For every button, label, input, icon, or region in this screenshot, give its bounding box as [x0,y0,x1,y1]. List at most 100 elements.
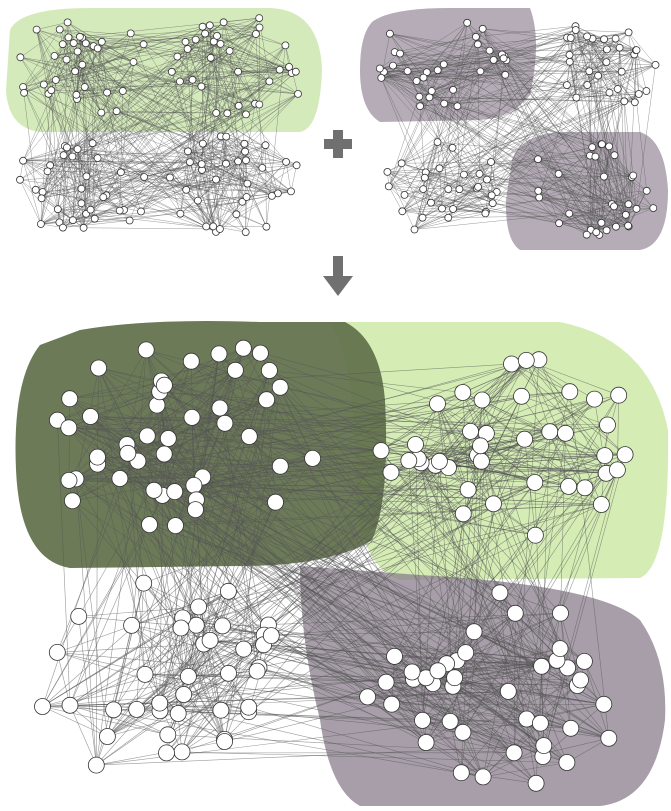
network-edge [244,143,263,169]
network-edge [569,61,656,66]
network-edge [367,696,427,743]
network-edge [236,161,287,215]
network-edge [119,458,419,479]
network-edge [565,433,618,471]
network-edge [223,17,260,23]
network-node [77,184,86,193]
network-node [50,52,59,60]
network-node [617,67,626,76]
network-edge [249,403,438,437]
network-edge [575,29,629,226]
network-edge [42,191,181,214]
network-edge [425,742,484,778]
network-edge [59,222,84,229]
network-edge [64,146,84,228]
network-edge [72,149,78,221]
network-top-left [16,14,302,237]
network-edge [147,361,192,437]
network-edge [425,142,438,173]
network-edge [120,172,246,233]
network-edge [636,64,656,209]
network-edge [470,391,570,432]
network-edge [457,106,460,190]
network-edge [236,160,247,215]
network-node [173,52,182,61]
network-edge [244,143,273,197]
network-edge [490,38,593,163]
network-edge [42,524,150,707]
network-edge [537,158,632,178]
network-node [435,164,444,173]
network-edge [264,631,475,636]
network-edge [120,172,198,201]
network-edge [179,43,221,82]
network-edge [414,213,486,230]
network-node [377,74,386,82]
network-edge [144,370,270,675]
network-edge [22,86,84,228]
network-edge [22,59,67,88]
network-edge [40,213,181,225]
network-node [43,167,52,176]
network-node [410,225,419,234]
network-edge [463,38,616,175]
network-node [396,49,404,58]
network-node [206,53,215,62]
panel-top-right [360,8,668,250]
network-node [438,204,446,213]
network-edge [482,28,654,209]
network-node [198,139,207,148]
network-node [616,446,634,464]
network-edge [437,403,478,456]
network-node [592,228,601,237]
network-node [651,61,660,69]
network-edge [538,154,615,192]
network-node [472,452,490,470]
network-node [359,688,377,706]
network-node [563,81,571,89]
network-edge [179,69,280,82]
network-node [62,55,71,64]
network-edge [107,694,184,737]
network-edge [202,26,221,230]
network-node [118,87,127,95]
network-edge [312,458,610,739]
network-node [258,163,267,172]
network-node [78,60,87,69]
network-node [485,495,502,513]
network-edge [216,27,260,37]
network-edge [263,460,410,636]
network-edge [480,445,569,487]
network-edge [603,92,610,177]
network-edge [181,751,567,763]
network-edge [474,631,557,661]
network-node [159,726,177,744]
network-edge [202,143,221,230]
network-edge [169,151,189,178]
network-edge [68,349,147,481]
network-edge [479,49,637,175]
network-node [605,88,614,97]
network-node [572,93,581,102]
network-node [415,92,424,101]
network-edge [388,103,445,187]
network-node [474,768,492,786]
network-node [385,29,394,38]
network-edge [57,643,204,653]
network-edge [42,617,183,707]
network-edge [59,29,280,70]
network-edge [381,77,421,107]
network-edge [205,161,239,227]
network-edge [463,174,487,212]
network-edge [459,188,492,196]
network-edge [420,462,541,724]
network-edge [82,64,187,190]
network-edge [388,186,560,224]
network-edge [388,186,423,218]
network-edge [220,136,267,227]
network-node [632,46,641,54]
network-node [39,80,48,89]
network-node [232,210,241,219]
network-edge [223,22,256,35]
network-edge [216,35,239,162]
